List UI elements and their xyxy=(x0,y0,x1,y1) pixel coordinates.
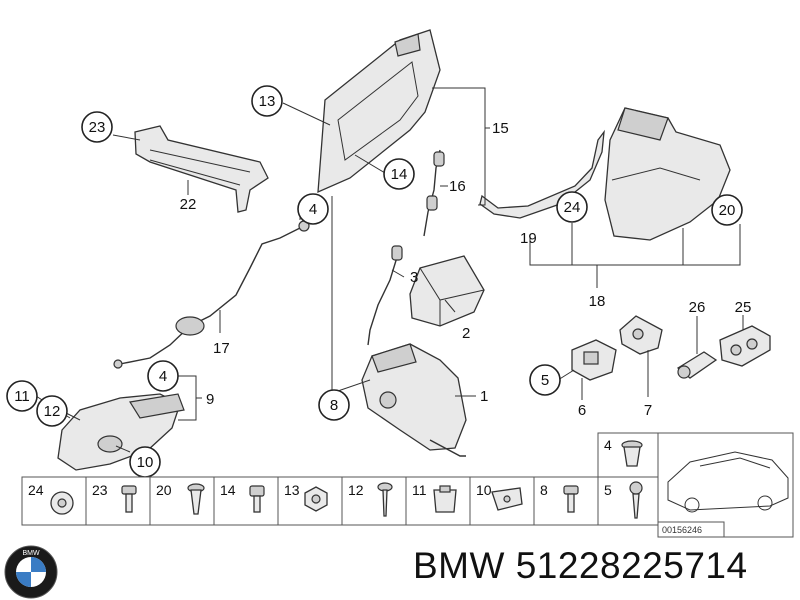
small-part-label-24: 24 xyxy=(28,482,44,498)
screw-12-icon xyxy=(377,482,393,517)
car-box-code: 00156246 xyxy=(662,525,702,535)
washer-24-icon xyxy=(50,491,74,515)
callout-7: 7 xyxy=(644,402,652,419)
grommet-4-icon xyxy=(621,440,643,467)
small-part-label-11: 11 xyxy=(412,482,427,498)
callout-10: 10 xyxy=(129,446,161,478)
screw-5-icon xyxy=(629,481,643,519)
svg-text:5: 5 xyxy=(541,372,549,389)
callout-23: 23 xyxy=(81,111,113,143)
part-block-2 xyxy=(409,255,485,327)
plug-20-icon xyxy=(187,483,205,515)
part-connector-25 xyxy=(719,325,771,367)
small-part-label-12: 12 xyxy=(348,482,364,498)
small-part-label-14: 14 xyxy=(220,482,236,498)
callout-15: 15 xyxy=(492,120,509,137)
svg-text:12: 12 xyxy=(44,403,61,420)
callout-13: 13 xyxy=(251,85,283,117)
callout-11: 11 xyxy=(6,380,38,412)
svg-text:14: 14 xyxy=(391,166,408,183)
callout-18: 18 xyxy=(589,293,606,310)
small-part-label-5: 5 xyxy=(604,482,612,498)
svg-text:24: 24 xyxy=(564,199,581,216)
part-lock-1 xyxy=(361,343,467,457)
car-thumbnail xyxy=(667,451,789,513)
small-part-label-8: 8 xyxy=(540,482,548,498)
callout-14: 14 xyxy=(383,158,415,190)
svg-text:4: 4 xyxy=(309,201,317,218)
part-rod-16 xyxy=(423,149,445,237)
small-part-label-20: 20 xyxy=(156,482,172,498)
screw-14-icon xyxy=(249,485,265,513)
small-part-label-4: 4 xyxy=(604,437,612,453)
small-part-label-10: 10 xyxy=(476,482,492,498)
svg-text:23: 23 xyxy=(89,119,106,136)
part-clip-6 xyxy=(571,339,617,381)
small-part-label-13: 13 xyxy=(284,482,300,498)
callout-26: 26 xyxy=(689,299,706,316)
callout-6: 6 xyxy=(578,402,586,419)
svg-text:BMW: BMW xyxy=(22,550,40,557)
callout-22: 22 xyxy=(180,196,197,213)
leader-lines xyxy=(35,87,744,453)
part-trim-strip-19 xyxy=(479,129,605,219)
callout-24: 24 xyxy=(556,191,588,223)
part-pin-26 xyxy=(676,351,718,379)
svg-text:8: 8 xyxy=(330,397,338,414)
part-inner-handle-10 xyxy=(57,393,185,471)
screw-23-icon xyxy=(121,485,137,513)
callout-20: 20 xyxy=(711,194,743,226)
small-part-label-23: 23 xyxy=(92,482,108,498)
small-parts-strip: 24 23 20 14 13 12 11 10 8 5 4 00156246 xyxy=(21,432,794,538)
part-number-title: BMW 51228225714 xyxy=(413,545,748,586)
clip-11-icon xyxy=(433,485,457,513)
part-cable-17 xyxy=(113,220,310,369)
callout-17: 17 xyxy=(213,340,230,357)
callout-19: 19 xyxy=(520,230,537,247)
callout-16: 16 xyxy=(449,178,466,195)
svg-text:13: 13 xyxy=(259,93,276,110)
callout-8: 8 xyxy=(318,389,350,421)
part-lock-rod-3 xyxy=(367,245,403,346)
callout-4-cable: 4 xyxy=(297,193,329,225)
svg-text:20: 20 xyxy=(719,202,736,219)
callout-9: 9 xyxy=(206,391,214,408)
bmw-logo-icon: BMW xyxy=(4,545,58,599)
callout-2: 2 xyxy=(462,325,470,342)
svg-text:11: 11 xyxy=(14,388,30,405)
nut-13-icon xyxy=(304,486,328,512)
part-plate-7 xyxy=(619,315,663,355)
part-outer-handle-20 xyxy=(604,107,731,241)
callout-4-handle: 4 xyxy=(147,360,179,392)
part-frame-13-14 xyxy=(317,29,441,194)
part-bracket-22-23 xyxy=(134,125,269,213)
svg-text:4: 4 xyxy=(159,368,167,385)
callout-3: 3 xyxy=(410,269,418,286)
callout-5: 5 xyxy=(529,364,561,396)
callout-25: 25 xyxy=(735,299,752,316)
screw-8-icon xyxy=(563,485,579,513)
callout-12: 12 xyxy=(36,395,68,427)
svg-text:10: 10 xyxy=(137,454,154,471)
nut-10-icon xyxy=(491,487,523,511)
callout-1: 1 xyxy=(480,388,488,405)
